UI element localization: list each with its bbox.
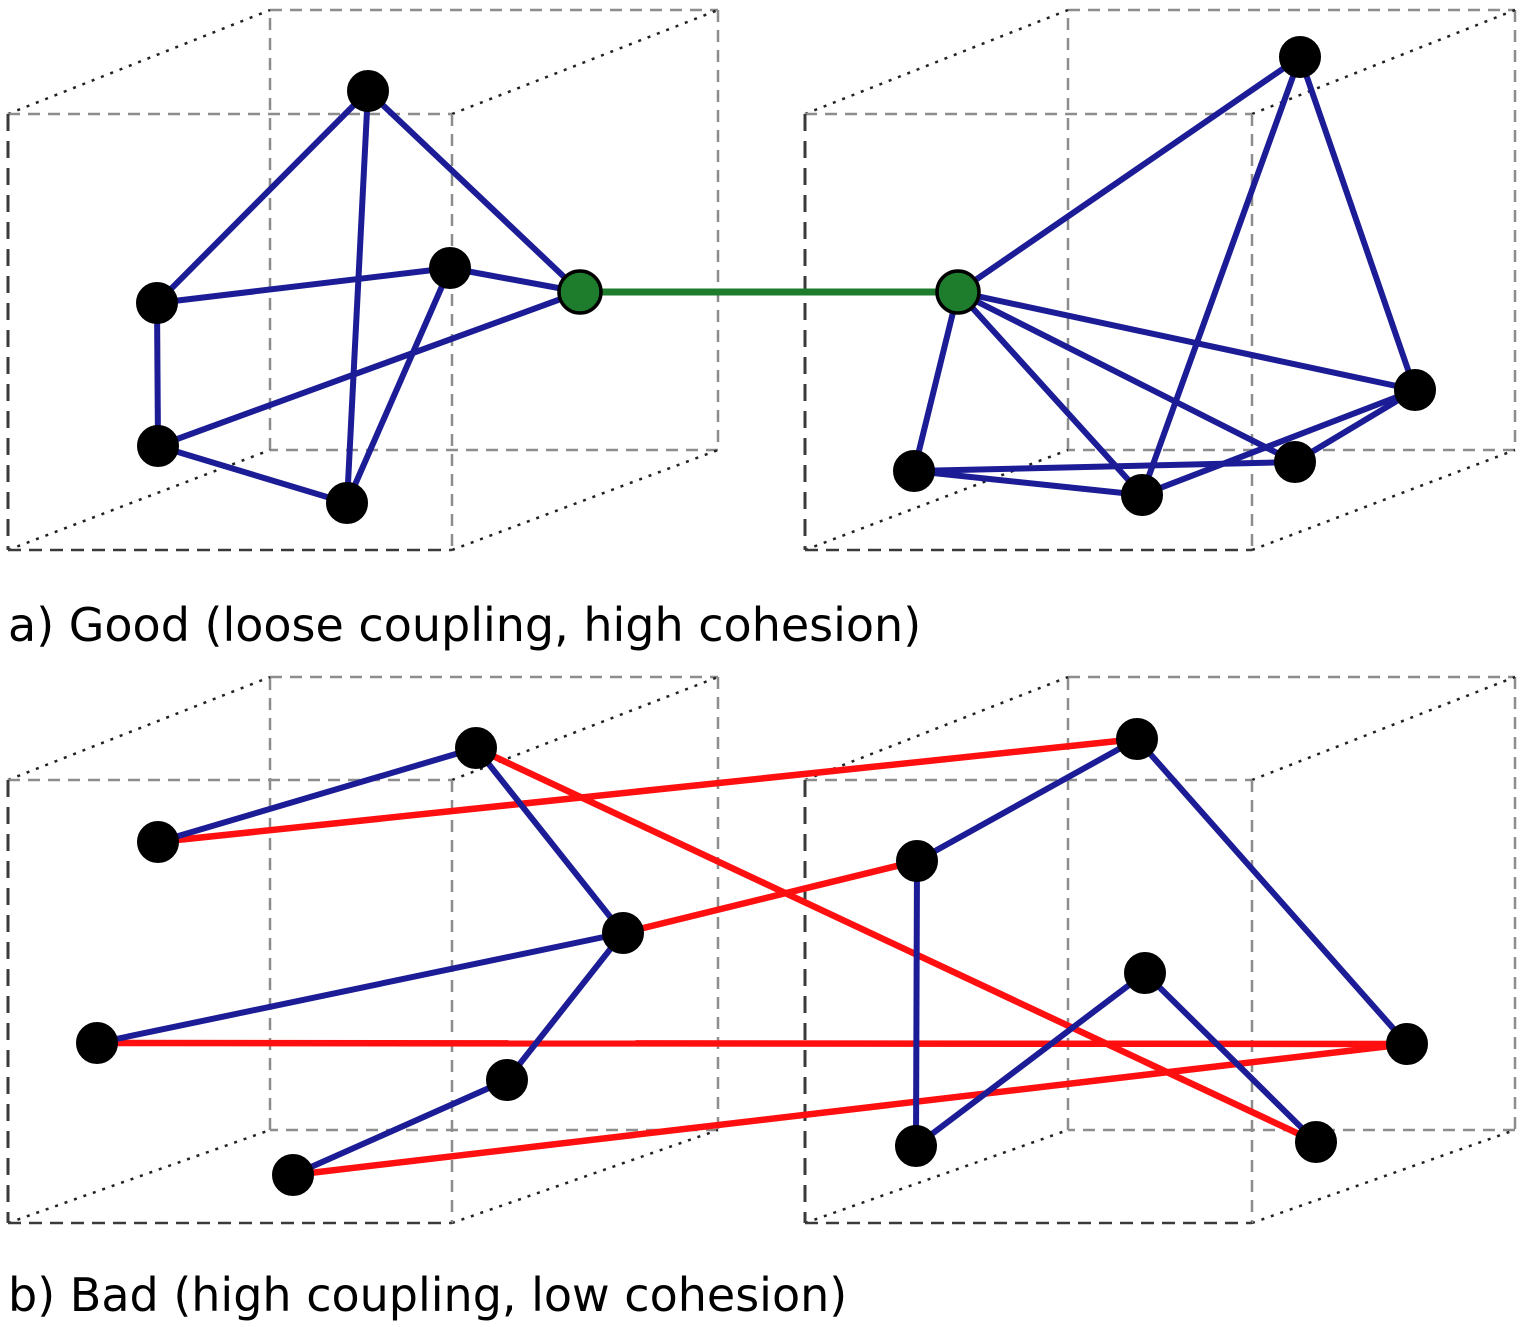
module-node-a2	[136, 282, 178, 324]
intra-module-edge	[1293, 387, 1417, 465]
intra-module-edge	[955, 289, 1145, 498]
module-node-a3	[429, 247, 471, 289]
module-box-right-connector-edge	[804, 448, 1069, 552]
module-node-d5	[895, 1125, 937, 1167]
caption-good: a) Good (loose coupling, high cohesion)	[8, 598, 921, 652]
cross-module-edge	[622, 857, 918, 937]
module-node-a4	[137, 425, 179, 467]
module-box-left-connector-edge	[7, 448, 271, 552]
module-node-c5	[486, 1059, 528, 1101]
cross-module-edge	[157, 735, 1138, 846]
intra-module-edge	[914, 970, 1147, 1149]
intra-module-edge	[911, 291, 961, 472]
module-box-right-connector-edge	[1251, 8, 1516, 116]
module-box-right-connector-edge	[1251, 1128, 1516, 1225]
module-node-c2	[137, 821, 179, 863]
intra-module-edge	[291, 1077, 509, 1178]
module-node-d1	[1116, 718, 1158, 760]
bridge-node-a6	[557, 269, 603, 315]
intra-module-edge	[473, 746, 626, 935]
diagram-good-loose-coupling	[6, 8, 1517, 552]
module-box-right-connector-edge	[804, 675, 1069, 782]
intra-module-edge	[913, 468, 1143, 498]
intra-module-edge	[915, 736, 1139, 864]
intra-module-edge	[957, 289, 1416, 393]
cross-module-edge	[292, 1040, 1408, 1179]
module-node-c1	[455, 727, 497, 769]
intra-module-edge	[157, 745, 477, 845]
intra-module-edge	[344, 90, 371, 504]
cross-module-edge	[474, 745, 1318, 1145]
intra-module-edge	[156, 265, 451, 306]
module-box-right-connector-edge	[1251, 675, 1516, 782]
intra-module-edge	[365, 88, 583, 295]
module-node-d4	[1386, 1023, 1428, 1065]
intra-module-edge	[157, 443, 348, 506]
cross-module-edge	[96, 1039, 1408, 1048]
bridge-node-b1	[935, 269, 981, 315]
intra-module-edge	[154, 88, 371, 306]
module-node-a1	[347, 70, 389, 112]
module-node-b3	[1394, 369, 1436, 411]
intra-module-edge	[1297, 56, 1418, 391]
intra-module-edge	[504, 931, 626, 1082]
module-node-d2	[896, 840, 938, 882]
intra-module-edge	[913, 459, 1296, 474]
module-box-left-connector-edge	[7, 8, 271, 116]
module-node-c4	[76, 1022, 118, 1064]
intra-module-edge	[956, 54, 1302, 295]
intra-module-edge	[913, 860, 920, 1147]
intra-module-edge	[1134, 737, 1410, 1046]
module-node-b2	[1279, 36, 1321, 78]
intra-module-edge	[1140, 387, 1417, 498]
module-box-left-connector-edge	[7, 675, 271, 782]
module-node-c6	[272, 1154, 314, 1196]
intra-module-edge	[1142, 970, 1319, 1145]
intra-module-edge	[154, 302, 161, 447]
module-box-left-connector-edge	[7, 1128, 271, 1225]
diagram-bad-high-coupling	[6, 675, 1517, 1225]
module-box-left-connector-edge	[451, 8, 719, 116]
module-box-right-connector-edge	[1251, 448, 1516, 552]
caption-bad: b) Bad (high coupling, low cohesion)	[8, 1268, 847, 1322]
module-box-left-connector-edge	[451, 1128, 719, 1225]
module-node-b4	[1274, 441, 1316, 483]
module-node-c3	[602, 912, 644, 954]
intra-module-edge	[344, 266, 453, 505]
intra-module-edge	[96, 930, 624, 1046]
module-box-left-connector-edge	[451, 675, 719, 782]
module-node-d6	[1295, 1121, 1337, 1163]
intra-module-edge	[956, 289, 1297, 465]
intra-module-edge	[1139, 55, 1303, 497]
module-node-b6	[893, 450, 935, 492]
module-node-a5	[326, 482, 368, 524]
module-box-left-connector-edge	[451, 448, 719, 552]
module-box-right-connector-edge	[804, 1128, 1069, 1225]
intra-module-edge	[156, 289, 582, 449]
module-node-b5	[1121, 474, 1163, 516]
module-node-d3	[1124, 952, 1166, 994]
module-box-right-connector-edge	[804, 8, 1069, 116]
